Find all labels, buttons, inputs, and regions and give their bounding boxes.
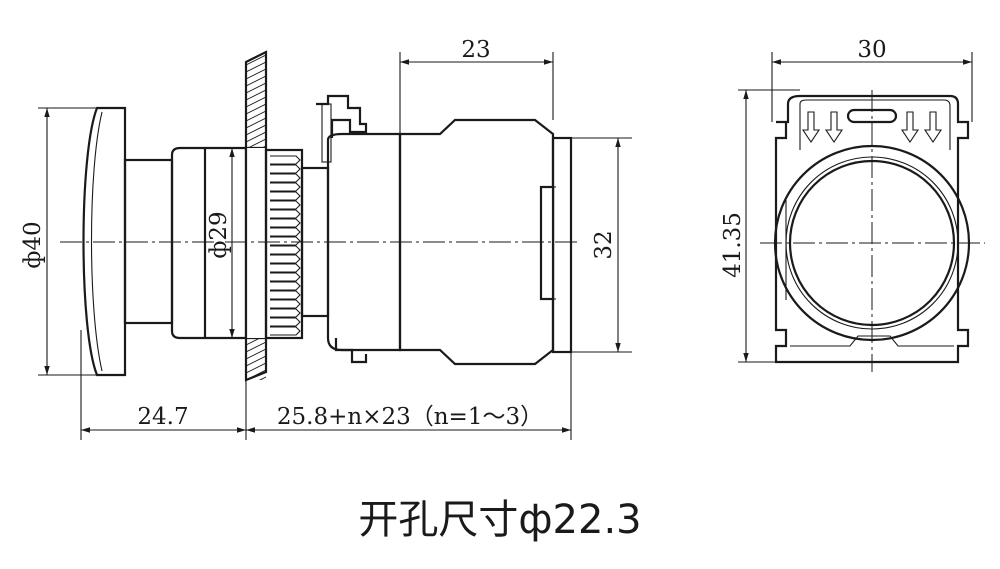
nut-rib: [270, 182, 301, 192]
hatch-line: [246, 102, 266, 116]
d24-7-label: 24.7: [137, 404, 188, 430]
d23-label: 23: [461, 37, 490, 63]
upper-clip: [316, 94, 368, 138]
dimension-32: 32: [571, 137, 632, 353]
hatch-line: [246, 130, 266, 144]
dimension-30: 30: [771, 37, 973, 122]
nut-rib: [270, 281, 301, 291]
dimension-phi29: ф29: [206, 148, 235, 338]
upper-clip-arm: [321, 103, 332, 163]
nut-rib: [270, 218, 301, 228]
front-view: 30 41.35: [720, 37, 985, 372]
d30-label: 30: [857, 37, 886, 63]
phi29-label: ф29: [206, 211, 232, 258]
hatch-line: [246, 375, 266, 380]
hatch-line: [246, 88, 266, 102]
lower-clip: [334, 338, 368, 364]
front-housing: [774, 94, 970, 364]
front-arrows: [801, 111, 943, 143]
arrow-down-icon: [923, 111, 943, 143]
hatch-line: [246, 53, 266, 67]
d41-35-label: 41.35: [720, 212, 746, 278]
hatch-line: [246, 123, 266, 137]
hatch-line: [246, 67, 266, 81]
d25-8-label: 25.8+n×23（n=1～3）: [277, 404, 543, 430]
hatch-line: [246, 347, 266, 361]
nut-rib: [270, 227, 301, 237]
nut-rib: [270, 173, 301, 183]
front-inner-top: [799, 99, 951, 150]
head-edge-line: [90, 111, 103, 372]
nut-rib: [270, 209, 301, 219]
caption-cutout-size: 开孔尺寸ф22.3: [358, 497, 641, 543]
d32-label: 32: [591, 230, 617, 259]
hatch-line: [246, 109, 266, 123]
locking-nut: [264, 148, 304, 340]
nut-rib: [270, 263, 301, 273]
arrow-down-icon: [900, 111, 920, 143]
nut-rib: [270, 317, 301, 327]
hatch-line: [244, 397, 268, 409]
nut-rib: [270, 290, 301, 300]
arrow-down-icon: [801, 111, 821, 143]
hatch-line: [246, 81, 266, 95]
hatch-line: [246, 361, 266, 375]
hatch-line: [246, 354, 266, 368]
contact-block: [326, 118, 573, 366]
nut-rib: [270, 308, 301, 318]
nut-rib: [270, 200, 301, 210]
nut-rib: [270, 299, 301, 309]
nut-rib: [270, 272, 301, 282]
dimension-phi40: ф40: [20, 107, 97, 376]
front-bottom-edge: [790, 335, 954, 347]
nut-rib: [270, 155, 301, 165]
nut-rib: [270, 326, 301, 336]
hatch-line: [246, 74, 266, 88]
phi40-label: ф40: [20, 221, 46, 268]
dimension-bottom: 24.7 25.8+n×23（n=1～3）: [80, 330, 572, 440]
hatch-line: [246, 368, 266, 380]
hatch-line: [246, 52, 266, 53]
hatch-line: [246, 95, 266, 109]
arrow-down-icon: [824, 111, 844, 143]
side-view: ф40 ф29 23 32 24.7 25.: [20, 37, 632, 440]
dimension-41-35: 41.35: [720, 89, 800, 363]
nut-rib: [270, 236, 301, 246]
nut-rib: [270, 164, 301, 174]
hatch-line: [244, 383, 268, 395]
hatch-line: [244, 390, 268, 402]
hatch-line: [246, 116, 266, 130]
hatch-line: [246, 60, 266, 74]
dimension-23: 23: [399, 37, 554, 134]
nut-rib: [270, 245, 301, 255]
mounting-panel: [244, 50, 268, 409]
nut-rib: [270, 191, 301, 201]
nut-rib: [270, 254, 301, 264]
hatch-line: [246, 340, 266, 354]
